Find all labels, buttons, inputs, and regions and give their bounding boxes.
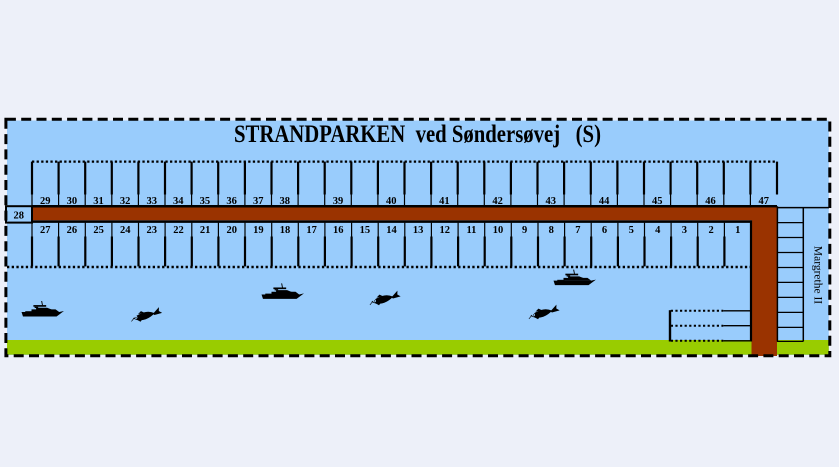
svg-text:8: 8 [549,225,554,236]
svg-text:37: 37 [253,196,264,207]
svg-text:25: 25 [93,225,104,236]
svg-text:7: 7 [575,225,580,236]
svg-text:33: 33 [146,196,157,207]
svg-text:11: 11 [466,225,476,236]
svg-text:27: 27 [40,225,51,236]
svg-text:36: 36 [226,196,237,207]
svg-text:18: 18 [280,225,291,236]
svg-text:1: 1 [735,225,740,236]
svg-text:3: 3 [682,225,687,236]
svg-text:32: 32 [120,196,131,207]
svg-text:16: 16 [333,225,344,236]
svg-text:31: 31 [93,196,104,207]
svg-text:42: 42 [492,196,503,207]
svg-text:15: 15 [360,225,371,236]
svg-text:14: 14 [386,225,397,236]
svg-text:39: 39 [333,196,344,207]
svg-text:Margrethe II: Margrethe II [812,246,824,304]
svg-text:29: 29 [40,196,51,207]
svg-text:44: 44 [599,196,610,207]
svg-text:23: 23 [147,225,158,236]
svg-text:26: 26 [67,225,78,236]
svg-text:46: 46 [705,196,716,207]
svg-text:45: 45 [652,196,663,207]
svg-text:47: 47 [758,196,769,207]
svg-text:12: 12 [440,225,451,236]
svg-text:28: 28 [13,210,24,221]
svg-text:40: 40 [386,196,397,207]
svg-text:6: 6 [602,225,607,236]
svg-text:13: 13 [413,225,424,236]
svg-text:38: 38 [280,196,291,207]
svg-text:43: 43 [546,196,557,207]
svg-text:4: 4 [655,225,661,236]
svg-text:19: 19 [253,225,264,236]
svg-text:21: 21 [200,225,211,236]
svg-text:30: 30 [67,196,78,207]
svg-text:10: 10 [493,225,504,236]
svg-text:22: 22 [173,225,184,236]
svg-text:34: 34 [173,196,184,207]
svg-text:41: 41 [439,196,450,207]
svg-text:24: 24 [120,225,131,236]
svg-text:17: 17 [306,225,317,236]
svg-text:35: 35 [200,196,211,207]
svg-text:5: 5 [629,225,634,236]
svg-text:9: 9 [522,225,527,236]
svg-text:STRANDPARKEN ved Søndersøvej: STRANDPARKEN ved Søndersøvej (S) [234,120,601,148]
svg-text:20: 20 [226,225,237,236]
svg-text:2: 2 [708,225,713,236]
